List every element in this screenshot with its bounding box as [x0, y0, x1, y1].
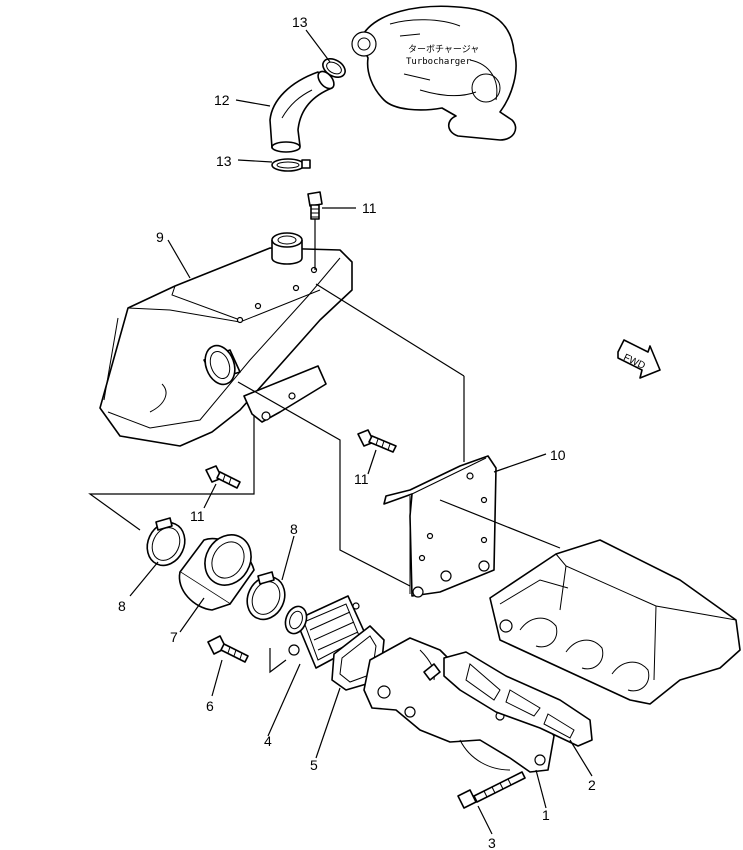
callout-8-left: 8 — [118, 598, 126, 614]
callout-13-upper: 13 — [292, 14, 308, 30]
turbocharger-label-jp: ターボチャージャ — [408, 44, 479, 55]
turbocharger-drawing: ターボチャージャ Turbocharger — [351, 5, 517, 141]
callout-9: 9 — [156, 229, 164, 245]
callout-13-lower: 13 — [216, 153, 232, 169]
bolt-mid-right — [357, 429, 397, 453]
support-bracket — [383, 455, 497, 598]
callout-numbers: 13 12 13 11 9 10 11 11 8 8 7 6 4 5 2 1 3 — [118, 14, 596, 850]
callout-8-right: 8 — [290, 521, 298, 537]
bolt-six — [207, 635, 249, 663]
bolt-three — [457, 771, 526, 809]
callout-3: 3 — [488, 835, 496, 850]
callout-7: 7 — [170, 629, 178, 645]
callout-12: 12 — [214, 92, 230, 108]
forward-direction-arrow: FWD — [617, 339, 661, 379]
hose-clamp-lower — [271, 158, 311, 172]
callout-6: 6 — [206, 698, 214, 714]
hose-sleeve — [178, 534, 255, 611]
callout-2: 2 — [588, 777, 596, 793]
clamp-left — [146, 517, 186, 567]
callout-1: 1 — [542, 807, 550, 823]
callout-11-top: 11 — [362, 200, 377, 216]
gasket-manifold — [443, 651, 593, 747]
callout-4: 4 — [264, 733, 272, 749]
leader-lines — [129, 29, 593, 835]
assembly-lines — [88, 283, 561, 674]
callout-11-mid-left: 11 — [190, 508, 205, 524]
turbocharger-label-en: Turbocharger — [406, 57, 472, 67]
bolt-mid-left — [205, 465, 241, 489]
callout-10: 10 — [550, 447, 566, 463]
bolt-upper — [307, 191, 323, 270]
callout-11-mid-right: 11 — [354, 471, 369, 487]
elbow-hose — [269, 70, 335, 153]
clamp-right — [246, 571, 286, 621]
exhaust-manifold — [363, 637, 555, 773]
callout-5: 5 — [310, 757, 318, 773]
air-box — [99, 232, 353, 447]
cylinder-head — [489, 539, 741, 705]
